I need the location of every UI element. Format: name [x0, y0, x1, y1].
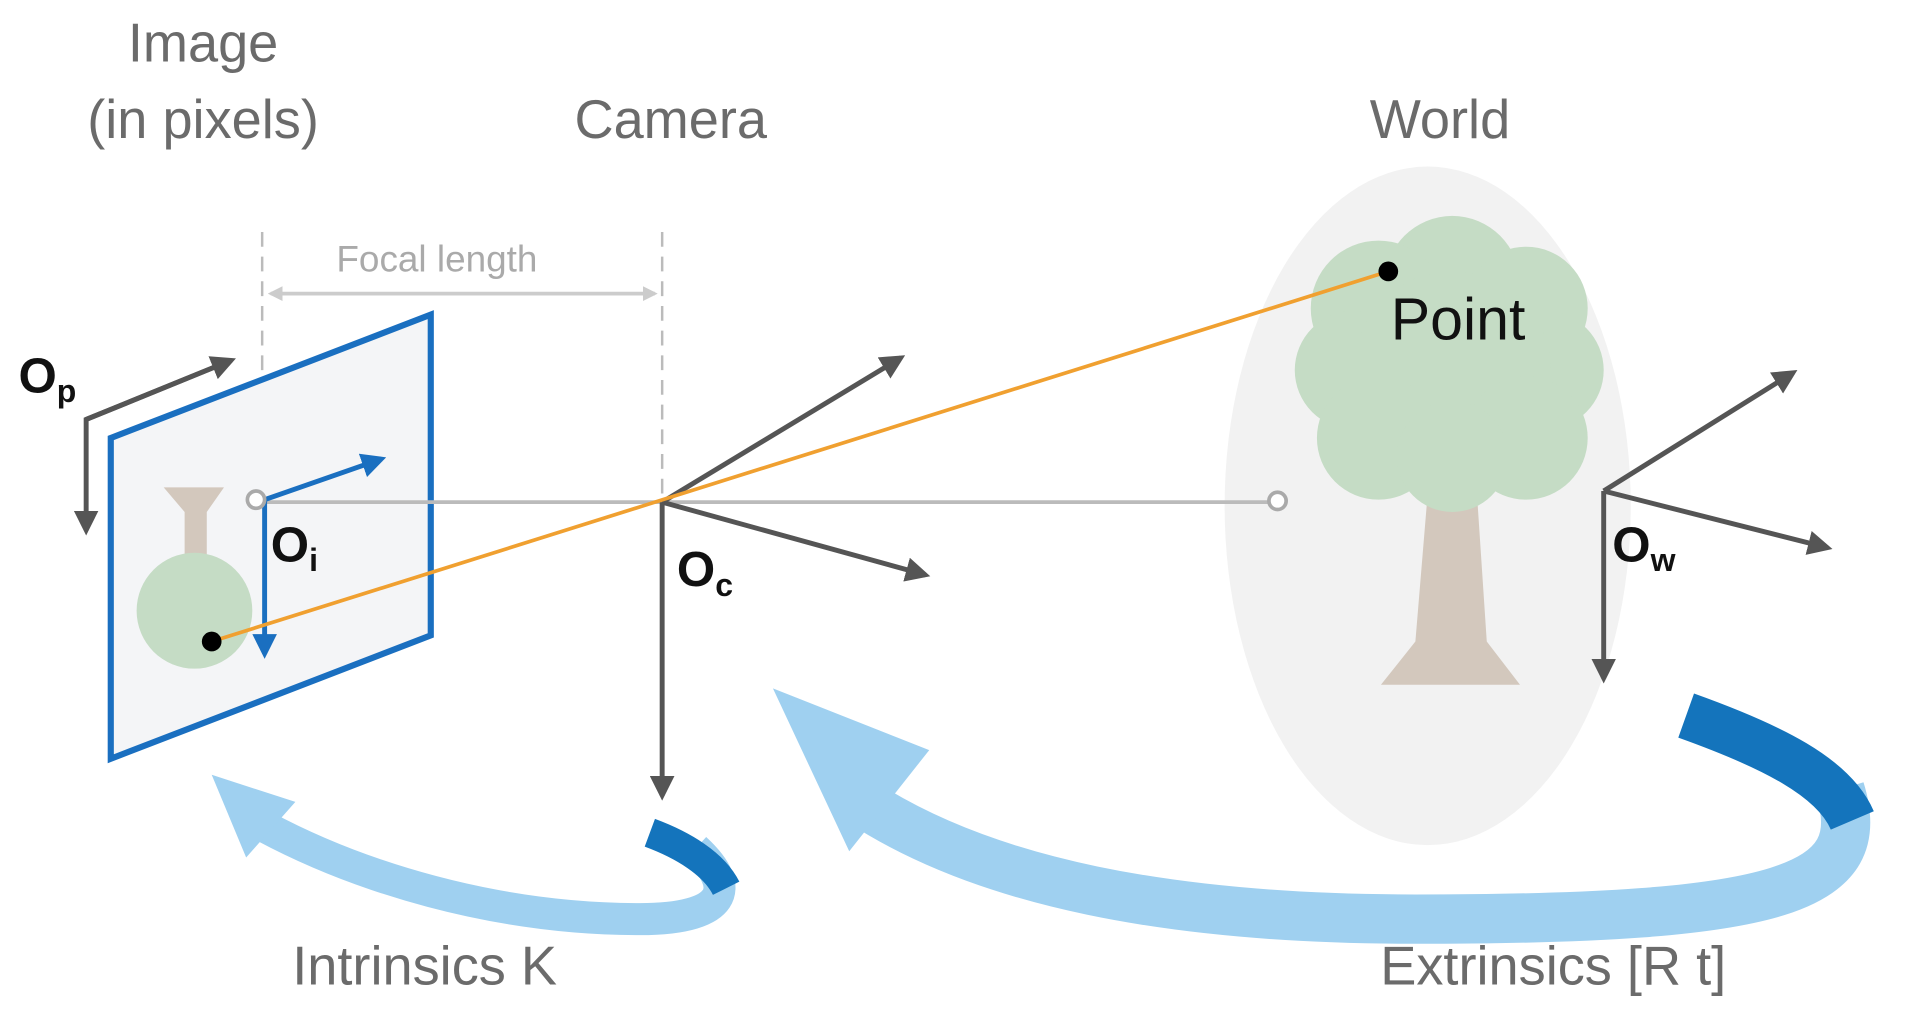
intrinsics-label: Intrinsics K: [292, 936, 557, 996]
pixel-origin-label: Op: [18, 348, 76, 409]
image-title: Image: [128, 14, 278, 74]
projected-tree-crown: [136, 552, 253, 669]
intrinsics-arrowhead: [211, 774, 296, 858]
image-origin-label: Oi: [271, 517, 318, 578]
camera-axis-x: [661, 499, 931, 582]
camera-axis-z: [660, 355, 906, 505]
projection-ray: [211, 269, 1389, 644]
extrinsics-arrow: [848, 781, 1871, 944]
world-axis-z: [1602, 369, 1798, 494]
world-point: [1378, 261, 1399, 282]
world-origin-label: Ow: [1612, 517, 1675, 578]
tree-trunk: [1380, 493, 1520, 685]
world-axis-x: [1603, 488, 1833, 555]
extrinsics-label: Extrinsics [R t]: [1380, 936, 1726, 996]
intrinsics-arrow-tail: [644, 818, 740, 896]
camera-origin-label: Oc: [677, 542, 733, 603]
principal-point-world: [1267, 490, 1289, 512]
focal-length-label: Focal length: [336, 238, 537, 279]
image-axis-x: [263, 453, 387, 502]
world-title: World: [1370, 90, 1510, 150]
tree-crown: [1294, 215, 1604, 512]
projected-tree-trunk: [163, 487, 224, 568]
extrinsics-arrow-tail: [1678, 693, 1874, 831]
image-subtitle: (in pixels): [87, 90, 319, 150]
pixel-axis-u: [85, 356, 236, 422]
camera-title: Camera: [574, 90, 767, 150]
point-label: Point: [1391, 285, 1526, 352]
extrinsics-arrowhead: [772, 688, 930, 852]
projected-point: [201, 631, 222, 652]
principal-point: [245, 489, 267, 511]
